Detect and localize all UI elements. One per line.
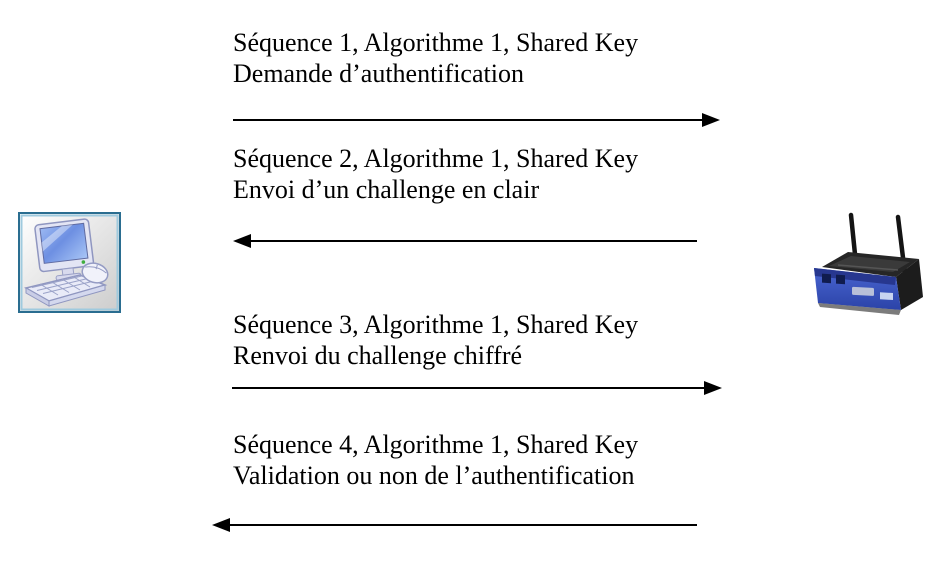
arrow-line xyxy=(247,240,697,242)
arrowhead-right-icon xyxy=(704,381,722,395)
message-seq2-line2: Envoi d’un challenge en clair xyxy=(233,175,540,204)
wireless-router-icon xyxy=(814,212,923,315)
message-seq2-arrow-left xyxy=(233,234,697,248)
message-seq4-arrow-left xyxy=(212,518,697,532)
arrowhead-left-icon xyxy=(233,234,251,248)
message-seq4: Séquence 4, Algorithme 1, Shared Key Val… xyxy=(233,429,638,491)
message-seq4-line2: Validation ou non de l’authentification xyxy=(233,461,635,490)
arrow-line xyxy=(232,387,708,389)
desktop-computer-icon xyxy=(18,212,121,313)
message-seq2: Séquence 2, Algorithme 1, Shared Key Env… xyxy=(233,143,638,205)
message-seq1: Séquence 1, Algorithme 1, Shared Key Dem… xyxy=(233,27,638,89)
arrowhead-left-icon xyxy=(212,518,230,532)
message-seq3-arrow-right xyxy=(232,381,722,395)
message-seq3-line2: Renvoi du challenge chiffré xyxy=(233,341,523,370)
message-seq1-arrow-right xyxy=(233,113,720,127)
arrow-line xyxy=(226,524,697,526)
message-seq3-line1: Séquence 3, Algorithme 1, Shared Key xyxy=(233,310,639,339)
message-seq4-line1: Séquence 4, Algorithme 1, Shared Key xyxy=(233,430,639,459)
message-seq2-line1: Séquence 2, Algorithme 1, Shared Key xyxy=(233,144,639,173)
message-seq1-line1: Séquence 1, Algorithme 1, Shared Key xyxy=(233,28,639,57)
arrow-line xyxy=(233,119,706,121)
arrowhead-right-icon xyxy=(702,113,720,127)
message-seq3: Séquence 3, Algorithme 1, Shared Key Ren… xyxy=(233,309,638,371)
message-seq1-line2: Demande d’authentification xyxy=(233,59,524,88)
